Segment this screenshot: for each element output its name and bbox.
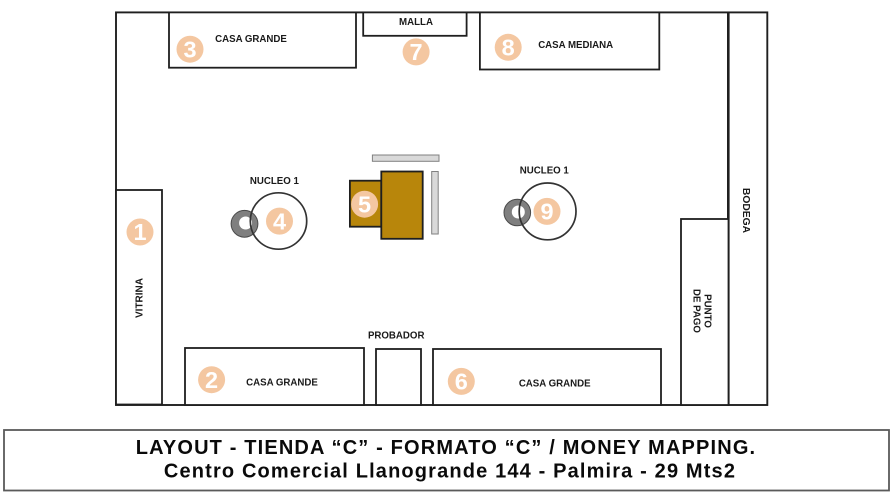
svg-text:NUCLEO 1: NUCLEO 1 — [250, 176, 300, 187]
svg-text:VITRINA: VITRINA — [134, 278, 145, 318]
svg-text:CASA GRANDE: CASA GRANDE — [519, 378, 591, 389]
svg-text:CASA GRANDE: CASA GRANDE — [215, 34, 287, 45]
svg-text:3: 3 — [183, 36, 196, 62]
svg-text:1: 1 — [133, 219, 146, 245]
svg-text:5: 5 — [358, 191, 371, 217]
svg-text:PROBADOR: PROBADOR — [368, 330, 425, 341]
svg-text:BODEGA: BODEGA — [740, 188, 751, 234]
svg-text:CASA MEDIANA: CASA MEDIANA — [538, 40, 613, 51]
svg-text:8: 8 — [502, 35, 515, 61]
svg-text:PUNTO: PUNTO — [702, 294, 713, 328]
svg-text:9: 9 — [540, 199, 553, 225]
svg-text:Centro Comercial Llanogrande 1: Centro Comercial Llanogrande 144 - Palmi… — [164, 461, 736, 483]
svg-text:2: 2 — [205, 367, 218, 393]
svg-text:NUCLEO 1: NUCLEO 1 — [520, 165, 570, 176]
svg-text:7: 7 — [410, 39, 423, 65]
svg-text:MALLA: MALLA — [399, 17, 433, 28]
svg-text:6: 6 — [455, 369, 468, 395]
svg-text:DE PAGO: DE PAGO — [691, 289, 702, 333]
svg-text:4: 4 — [273, 208, 286, 234]
svg-text:CASA GRANDE: CASA GRANDE — [246, 378, 318, 389]
svg-text:LAYOUT - TIENDA “C” - FORMATO: LAYOUT - TIENDA “C” - FORMATO “C” / MONE… — [136, 437, 756, 459]
